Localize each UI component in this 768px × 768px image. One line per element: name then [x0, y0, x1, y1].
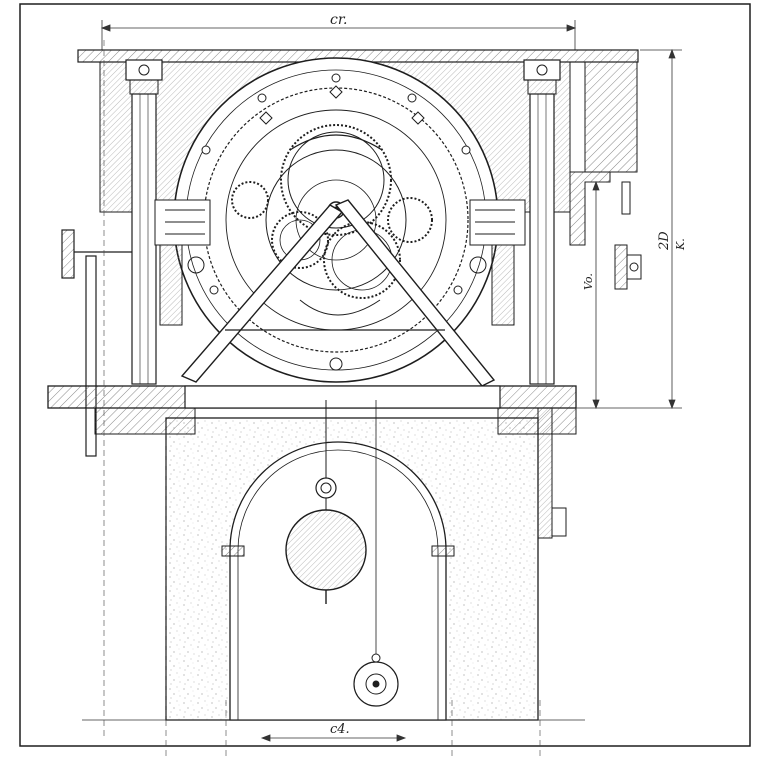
bottom-dimension — [82, 719, 585, 742]
right-column — [523, 59, 561, 385]
right-fitting — [614, 181, 642, 290]
bottom-dimension-label: c4. — [330, 722, 350, 737]
left-column — [125, 59, 163, 385]
left-crank-handle — [61, 229, 132, 457]
weight — [353, 400, 399, 707]
inner-height-label: Vo. — [582, 273, 595, 290]
right-height-label: 2D — [657, 231, 672, 251]
right-dimensions — [576, 48, 682, 410]
top-dimension-label: cr. — [330, 12, 347, 28]
right-height-sublabel: K. — [674, 238, 687, 251]
sheet-border — [19, 3, 751, 747]
pedestal-right-edge — [537, 407, 553, 539]
pendulum — [285, 400, 367, 604]
a-frame-struts — [180, 199, 496, 387]
construction-lines — [103, 40, 541, 760]
right-bracket — [584, 61, 638, 173]
top-dimension — [100, 20, 577, 50]
right-mechanism — [469, 199, 526, 326]
left-mechanism — [154, 199, 211, 326]
